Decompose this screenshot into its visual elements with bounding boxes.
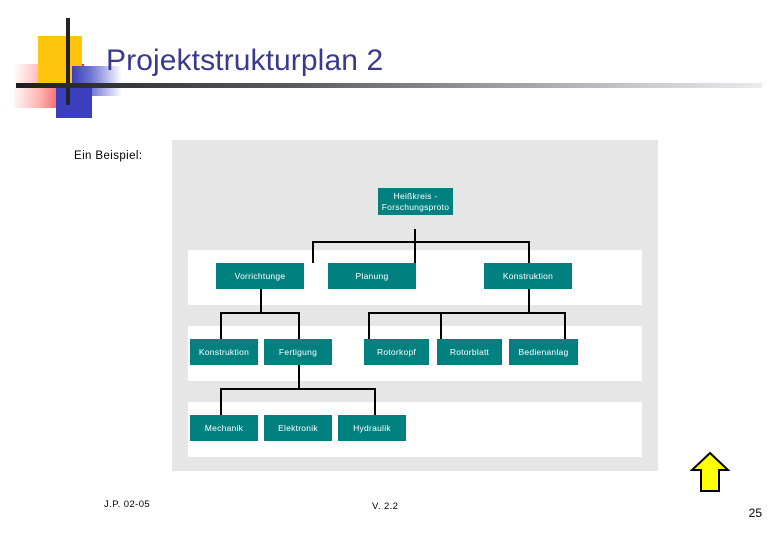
connector-fertigung-stem bbox=[298, 364, 300, 388]
node-hydraulik[interactable]: Hydraulik bbox=[338, 415, 406, 441]
connector-vorrichtunge-stem bbox=[260, 288, 262, 312]
connector-level1-bus bbox=[312, 241, 530, 243]
connector-vorrichtunge-bus-left bbox=[220, 312, 222, 339]
org-chart: Heißkreis - Forschungsproto Vorrichtunge… bbox=[172, 140, 658, 471]
node-elektronik[interactable]: Elektronik bbox=[264, 415, 332, 441]
title-divider-rule bbox=[16, 83, 762, 88]
connector-fertigung-bus-left bbox=[220, 388, 222, 415]
connector-level1-right-drop bbox=[528, 241, 530, 263]
up-arrow-icon[interactable] bbox=[688, 450, 732, 494]
footer-version: V. 2.2 bbox=[372, 501, 399, 512]
connector-konstruktion-bus-right bbox=[564, 312, 566, 339]
node-planung[interactable]: Planung bbox=[328, 263, 416, 289]
connector-fertigung-bus bbox=[220, 388, 376, 390]
node-bedienanlag[interactable]: Bedienanlag bbox=[509, 339, 578, 365]
footer-author-date: J.P. 02-05 bbox=[104, 499, 151, 510]
connector-fertigung-bus-right bbox=[374, 388, 376, 415]
node-fertigung[interactable]: Fertigung bbox=[264, 339, 332, 365]
connector-konstruktion-bus bbox=[368, 312, 566, 314]
connector-level1-left-drop bbox=[312, 241, 314, 263]
node-vorrichtunge[interactable]: Vorrichtunge bbox=[216, 263, 304, 289]
connector-konstruktion-bus-left bbox=[368, 312, 370, 339]
logo-vertical-bar-icon bbox=[66, 18, 70, 105]
subtitle-label: Ein Beispiel: bbox=[74, 150, 143, 162]
node-konstruktion-level1[interactable]: Konstruktion bbox=[484, 263, 572, 289]
connector-vorrichtunge-bus-right bbox=[298, 312, 300, 339]
node-rotorkopf[interactable]: Rotorkopf bbox=[364, 339, 429, 365]
connector-root-to-planung bbox=[414, 241, 416, 263]
node-mechanik[interactable]: Mechanik bbox=[190, 415, 258, 441]
node-heisskreis-forschungsproto[interactable]: Heißkreis - Forschungsproto bbox=[378, 188, 453, 215]
connector-root-stem bbox=[414, 229, 416, 243]
connector-konstruktion-stem bbox=[528, 288, 530, 312]
node-konstruktion-level2[interactable]: Konstruktion bbox=[190, 339, 258, 365]
connector-konstruktion-bus-mid bbox=[440, 312, 442, 339]
diagram-band-3 bbox=[188, 402, 642, 457]
logo-blue-shape-icon bbox=[56, 84, 92, 118]
page-title: Projektstrukturplan 2 bbox=[106, 44, 384, 77]
node-rotorblatt[interactable]: Rotorblatt bbox=[437, 339, 502, 365]
connector-vorrichtunge-bus bbox=[220, 312, 300, 314]
decorative-logo bbox=[14, 18, 122, 118]
page-number: 25 bbox=[748, 506, 762, 520]
